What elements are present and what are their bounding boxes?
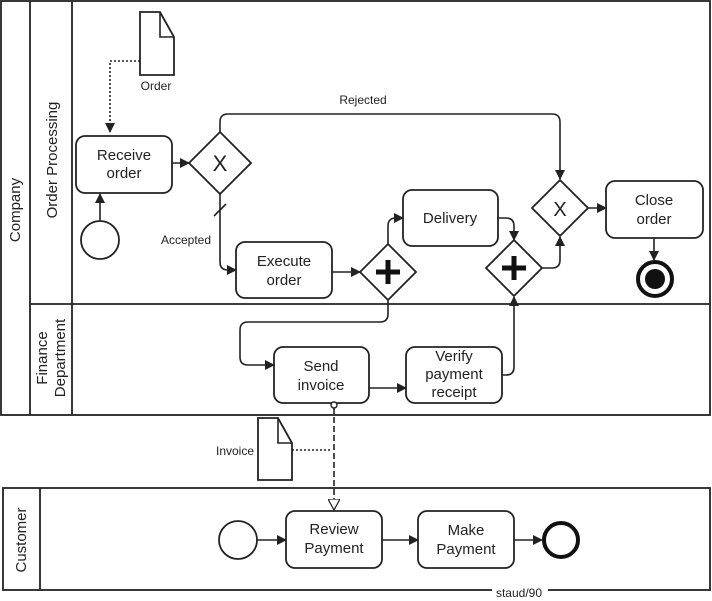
svg-text:Verify: Verify (435, 348, 473, 365)
svg-text:invoice: invoice (298, 377, 345, 394)
task-review-payment[interactable]: Review Payment (285, 510, 383, 569)
lane-label-finance-2: Department (52, 318, 69, 397)
task-receive-order[interactable]: Receive order (75, 135, 173, 194)
customer-end-event (542, 521, 580, 559)
flow (239, 300, 389, 370)
svg-text:X: X (553, 199, 566, 221)
svg-text:order: order (636, 211, 671, 228)
task-verify-payment-receipt[interactable]: Verify payment receipt (405, 346, 503, 404)
svg-text:Payment: Payment (436, 541, 496, 558)
svg-text:Send: Send (303, 358, 338, 375)
start-event (80, 220, 120, 260)
svg-text:Execute: Execute (257, 253, 311, 270)
task-delivery[interactable]: Delivery (402, 189, 499, 247)
task-execute-order[interactable]: Execute order (235, 241, 333, 299)
svg-text:Receive: Receive (97, 147, 151, 164)
footer-credit: staud/90 (496, 586, 542, 600)
flow-rejected (219, 113, 565, 180)
order-data-object: Order (139, 11, 175, 93)
flow (542, 236, 565, 269)
terminate-end-event (636, 260, 674, 298)
parallel-gateway-2 (484, 238, 544, 298)
svg-text:receipt: receipt (431, 384, 477, 401)
svg-text:Delivery: Delivery (423, 210, 478, 227)
company-pool: Company Order Processing Finance Departm… (0, 0, 711, 416)
svg-text:Order: Order (141, 79, 172, 93)
customer-start-event (218, 520, 258, 560)
exclusive-gateway-1: X (187, 130, 253, 196)
flow (498, 217, 519, 241)
flow-accepted (219, 194, 237, 275)
flow-label-rejected: Rejected (339, 93, 386, 107)
flow (387, 213, 404, 244)
svg-text:Close: Close (635, 192, 673, 209)
svg-text:Invoice: Invoice (216, 444, 254, 458)
flow (502, 296, 519, 376)
exclusive-gateway-2: X (530, 178, 590, 238)
task-make-payment[interactable]: Make Payment (417, 510, 515, 569)
association-order (105, 60, 140, 133)
svg-text:payment: payment (425, 366, 483, 383)
svg-text:Payment: Payment (304, 540, 364, 557)
svg-text:Make: Make (448, 522, 485, 539)
customer-pool-label: Customer (13, 507, 30, 572)
svg-text:X: X (213, 151, 228, 176)
lane-label-order-processing: Order Processing (44, 102, 61, 219)
svg-text:Review: Review (309, 521, 358, 538)
task-close-order[interactable]: Close order (605, 180, 704, 239)
company-pool-label: Company (7, 177, 24, 242)
default-flow-marker (213, 203, 227, 217)
message-flow-start (330, 401, 338, 409)
parallel-gateway-1 (358, 242, 418, 302)
svg-text:order: order (266, 272, 301, 289)
lane-label-finance-1: Finance (34, 331, 51, 384)
flow-label-accepted: Accepted (161, 233, 211, 247)
customer-pool: Customer (2, 487, 711, 591)
task-send-invoice[interactable]: Send invoice (273, 346, 370, 404)
invoice-data-object: Invoice (216, 417, 293, 481)
svg-text:order: order (106, 165, 141, 182)
